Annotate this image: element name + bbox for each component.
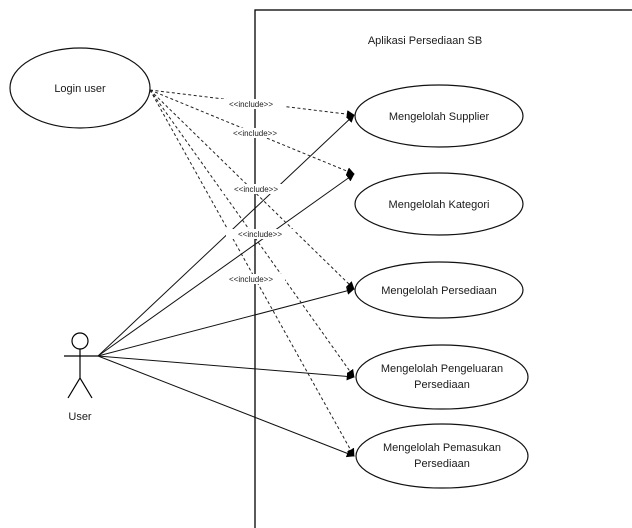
system-title: Aplikasi Persediaan SB [368, 35, 482, 47]
use-case-label: Mengelolah Pemasukan [383, 442, 501, 454]
actor-head [71, 332, 89, 350]
actor-left-leg [67, 377, 81, 399]
use-case-label: Mengelolah Pengeluaran [381, 363, 503, 375]
include-labels: <<include>> <<include>> <<include>> <<in… [217, 99, 294, 284]
use-case-pemasukan: Mengelolah Pemasukan Persediaan [355, 423, 529, 489]
include-line-supplier [149, 89, 355, 119]
actor-label: User [68, 411, 92, 423]
use-case-supplier: Mengelolah Supplier [354, 84, 524, 148]
include-label: <<include>> [229, 100, 273, 109]
assoc-pengeluaran [97, 355, 355, 381]
include-label: <<include>> [233, 129, 277, 138]
use-case-persediaan: Mengelolah Persediaan [354, 261, 524, 319]
association-lines [97, 114, 355, 458]
include-lines [149, 89, 355, 457]
login-label: Login user [54, 83, 106, 95]
actor-right-leg [79, 377, 93, 399]
use-case-label: Persediaan [414, 379, 470, 391]
include-line-persediaan [149, 89, 355, 290]
use-case-label: Mengelolah Persediaan [381, 285, 497, 297]
login-use-case: Login user [9, 47, 151, 129]
include-line-pemasukan [149, 89, 355, 457]
assoc-kategori [97, 173, 355, 357]
assoc-pemasukan [97, 355, 355, 458]
use-case-label: Mengelolah Supplier [389, 111, 490, 123]
include-label: <<include>> [238, 230, 282, 239]
use-case-pengeluaran: Mengelolah Pengeluaran Persediaan [355, 344, 529, 410]
include-label: <<include>> [229, 275, 273, 284]
use-case-label: Mengelolah Kategori [389, 199, 490, 211]
actor-user [64, 332, 98, 399]
assoc-persediaan [97, 286, 355, 357]
use-case-kategori: Mengelolah Kategori [354, 172, 524, 236]
use-case-label: Persediaan [414, 458, 470, 470]
include-label: <<include>> [234, 185, 278, 194]
